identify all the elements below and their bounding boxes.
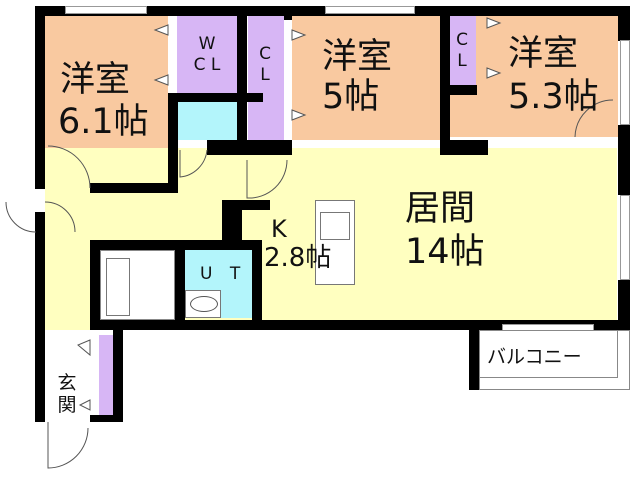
window [620,195,630,280]
wall [35,6,45,189]
wall [168,95,178,193]
bedroom-mid-size: 5帖 [322,77,380,117]
utility-name: U T [200,264,247,284]
kitchen-counter [315,200,355,285]
cl-mid-line1: C [259,44,271,64]
window [620,40,630,125]
bedroom-east-name: 洋室 [508,34,579,74]
wcl-line1: W [198,34,216,54]
entrance-label: 玄 関 [50,372,84,416]
cl-mid-label: C L [250,44,280,86]
window [65,6,147,14]
cl-east-line1: C [456,30,468,50]
wall [207,140,292,155]
entrance-line2: 関 [57,394,77,416]
wall [90,415,123,422]
bathtub [106,258,130,316]
room-hallway [45,190,90,330]
room-closet-mid [248,15,284,140]
wall [469,330,479,390]
cl-mid-line2: L [260,65,270,85]
wall [168,93,263,102]
bedroom-west-name: 洋室 [60,60,131,100]
cl-east-label: C L [450,30,474,72]
kitchen-sink [320,212,350,240]
wall [237,15,247,155]
room-bath [100,250,175,320]
cl-east-line2: L [457,51,467,71]
wall [90,240,260,250]
wall [440,140,488,155]
kitchen-size: 2.8帖 [264,243,332,273]
bedroom-east-size: 5.3帖 [508,77,599,117]
balcony [479,330,630,390]
room-bedroom-mid [292,15,442,140]
wall [113,330,123,420]
entrance-line1: 玄 [57,372,77,394]
wall [90,320,630,330]
wall [175,250,185,320]
balcony-inner [479,330,618,378]
wall [35,212,45,422]
balcony-name: バルコニー [487,346,582,368]
wall [618,125,630,195]
wall [618,6,630,41]
wall [284,15,292,20]
wcl-label: W C L [180,34,234,76]
room-bedroom-east [448,15,618,137]
living-size: 14帖 [405,232,485,272]
room-toilet [177,102,237,140]
kitchen-name: K [271,215,287,243]
washbasin-bowl [190,296,218,312]
wall [90,240,100,330]
wall [252,240,262,330]
bedroom-west-size: 6.1帖 [58,102,149,142]
wcl-line2: C L [193,55,221,75]
wall [440,85,477,95]
room-walk-in-closet [177,15,237,93]
living-name: 居間 [405,189,476,229]
entrance-closet [99,335,113,417]
wall [90,183,178,193]
closet-east-fill [448,15,476,85]
wall [222,200,242,240]
window [325,6,415,14]
wall [222,200,270,210]
bedroom-mid-name: 洋室 [322,37,393,77]
